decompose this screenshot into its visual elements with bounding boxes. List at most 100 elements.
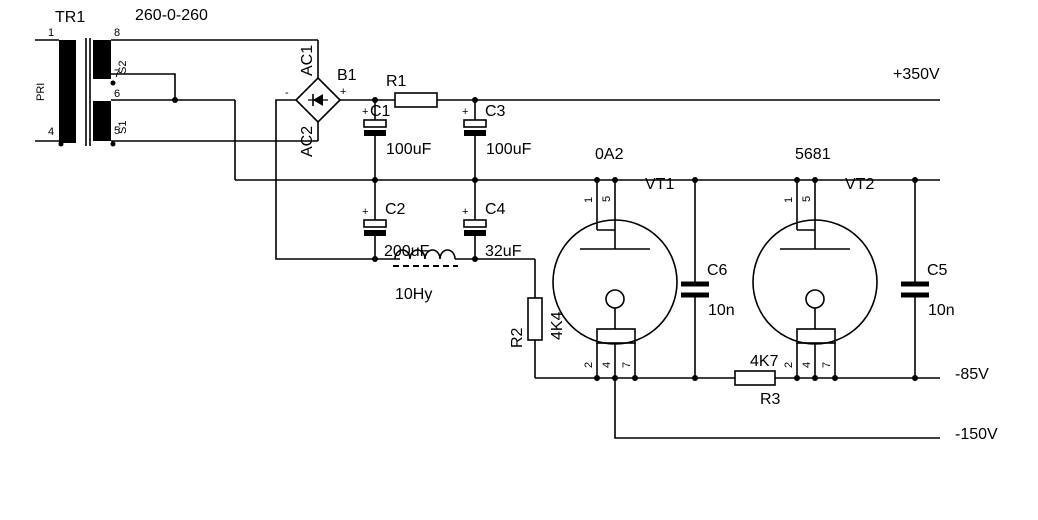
capacitor-plate-positive [463, 119, 487, 128]
choke-value-label: 10Hy [395, 286, 432, 303]
inductor-coil-icon [394, 249, 456, 260]
choke-l1 [393, 249, 458, 267]
junction [172, 97, 178, 103]
c3-polarity: + [462, 106, 468, 118]
tube-base-bracket [796, 328, 836, 344]
resistor-r3 [734, 370, 776, 386]
capacitor-plate-negative [464, 230, 486, 236]
primary-winding-label: PRI [35, 83, 47, 101]
c5-value-label: 10n [928, 302, 955, 319]
tube-cathode [805, 289, 825, 309]
phase-dot [58, 141, 64, 147]
secondary-s1-label: S1 [117, 121, 129, 134]
c3-value-label: 100uF [486, 141, 532, 158]
vt2-pin-2: 2 [783, 362, 795, 368]
bridge-plus-label: + [340, 86, 346, 98]
bridge-minus-label: - [285, 87, 289, 99]
phase-dot [110, 141, 116, 147]
junction [372, 177, 378, 183]
c5-ref-label: C5 [927, 262, 948, 279]
capacitor-plate-negative [464, 130, 486, 136]
vt1-ref-label: VT1 [645, 176, 674, 193]
tube-cathode [605, 289, 625, 309]
vt2-pin-5: 5 [801, 196, 813, 202]
junction [912, 177, 918, 183]
vt2-ref-label: VT2 [845, 176, 874, 193]
c6-value-label: 10n [708, 302, 735, 319]
r2-value-label: 4K4 [549, 311, 566, 340]
pin-8-label: 8 [114, 27, 120, 39]
capacitor-plate-negative [364, 130, 386, 136]
vt2-pin-1: 1 [783, 197, 795, 203]
c2-ref-label: C2 [385, 201, 406, 218]
vt1-pin-4: 4 [601, 362, 613, 368]
tube-base-bracket [596, 328, 636, 344]
capacitor-c6 [681, 281, 709, 298]
c1-polarity: + [362, 106, 368, 118]
bridge-ac1-label: AC1 [299, 45, 316, 76]
junctions [372, 97, 918, 381]
transformer-tr1 [35, 38, 116, 147]
wire [111, 73, 176, 100]
capacitor-plate-positive [363, 119, 387, 128]
vt2-pin-4: 4 [801, 362, 813, 368]
c4-value-label: 32uF [485, 243, 522, 260]
vt2-pin-7: 7 [821, 362, 833, 368]
secondary-s2-label: S2 [117, 61, 129, 74]
capacitor-plate-positive [463, 219, 487, 228]
capacitor-plate-positive [363, 219, 387, 228]
bridge-body [294, 76, 342, 124]
c6-ref-label: C6 [707, 262, 728, 279]
rail-plus350-label: +350V [893, 66, 940, 83]
junction [912, 375, 918, 381]
r1-ref-label: R1 [386, 73, 407, 90]
r3-value-label: 4K7 [750, 353, 779, 370]
c1-ref-label: C1 [370, 103, 391, 120]
junction [372, 256, 378, 262]
junction [692, 177, 698, 183]
transformer-ref-label: TR1 [55, 9, 85, 26]
junction [472, 256, 478, 262]
vt1-pin-5: 5 [601, 196, 613, 202]
phase-dot [110, 80, 116, 86]
capacitor-plate-negative [364, 230, 386, 236]
bridge-ac2-label: AC2 [299, 126, 316, 157]
tube-vt1 [552, 180, 678, 378]
r3-ref-label: R3 [760, 391, 781, 408]
junction [472, 177, 478, 183]
c1-value-label: 100uF [386, 141, 432, 158]
junction [472, 97, 478, 103]
transformer-secondary-lower [93, 101, 111, 141]
c4-ref-label: C4 [485, 201, 506, 218]
wire [275, 99, 400, 260]
r2-ref-label: R2 [509, 327, 526, 348]
capacitor-c2 [363, 219, 387, 236]
minus150-rail [614, 378, 940, 439]
pin-1-label: 1 [48, 27, 54, 39]
rail-minus85-label: -85V [955, 366, 989, 383]
transformer-rating-label: 260-0-260 [135, 7, 208, 24]
vt1-type-label: 0A2 [595, 146, 624, 163]
bridge-rectifier-b1 [294, 76, 342, 124]
c3-ref-label: C3 [485, 103, 506, 120]
pin-4-label: 4 [48, 126, 54, 138]
c4-polarity: + [462, 206, 468, 218]
tube-vt2 [752, 180, 878, 378]
transformer-secondary-upper [93, 40, 111, 79]
capacitor-c3 [463, 119, 487, 136]
rail-minus150-label: -150V [955, 426, 998, 443]
bridge-ref-label: B1 [337, 67, 357, 84]
resistor-r1 [394, 92, 438, 108]
junction [692, 375, 698, 381]
capacitor-c4 [463, 219, 487, 236]
vt1-pin-1: 1 [583, 197, 595, 203]
capacitor-c1 [363, 119, 387, 136]
vt2-type-label: 5681 [795, 146, 831, 163]
transformer-primary-winding [59, 40, 76, 143]
c2-polarity: + [362, 206, 368, 218]
resistor-r2 [527, 297, 543, 341]
vt1-pin-2: 2 [583, 362, 595, 368]
pin-6-label: 6 [114, 88, 120, 100]
vt1-pin-7: 7 [621, 362, 633, 368]
